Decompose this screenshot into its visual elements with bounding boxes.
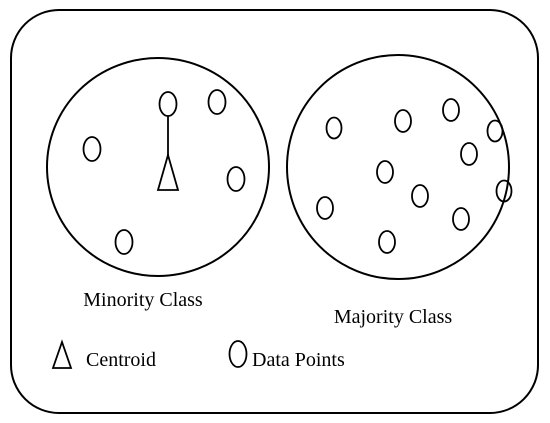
data-point [452, 207, 470, 231]
minority-class-label: Minority Class [83, 289, 203, 311]
data-point [82, 136, 102, 162]
data-point [325, 116, 343, 140]
data-point [378, 230, 396, 254]
legend-centroid-icon [51, 339, 73, 369]
majority-class-group: Majority Class [286, 54, 513, 328]
data-point [316, 196, 334, 220]
majority-data-points [316, 98, 513, 254]
legend: Centroid Data Points [51, 339, 345, 371]
data-point [376, 160, 394, 184]
majority-class-circle [286, 54, 510, 280]
centroid-triangle [156, 151, 180, 191]
data-point [460, 142, 478, 166]
legend-centroid-label: Centroid [86, 349, 156, 371]
outer-frame [10, 9, 539, 414]
data-point [394, 109, 412, 133]
data-point [486, 119, 504, 143]
data-point [411, 184, 429, 208]
minority-data-points [82, 89, 246, 255]
legend-data-points-label: Data Points [252, 349, 345, 371]
data-point [158, 91, 178, 117]
minority-class-circle [46, 57, 270, 277]
data-point [495, 179, 513, 203]
data-point [442, 98, 460, 122]
data-point [207, 89, 227, 115]
majority-class-label: Majority Class [334, 306, 453, 328]
data-point [114, 229, 134, 255]
data-point [226, 166, 246, 192]
minority-class-group: Minority Class [46, 57, 270, 311]
legend-data-point-icon [228, 340, 248, 368]
